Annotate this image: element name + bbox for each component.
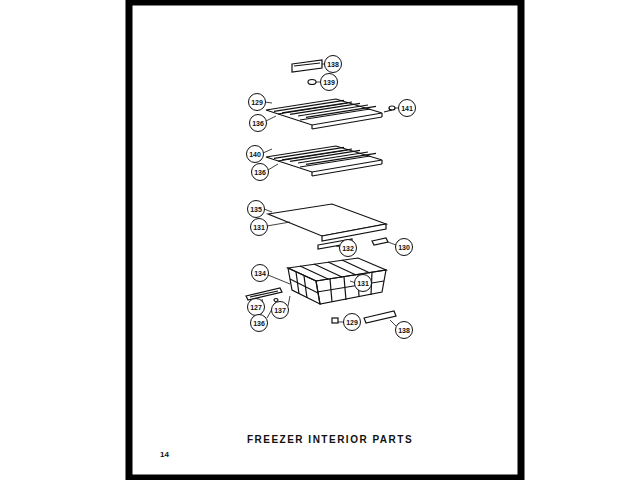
- callout-number: 141: [398, 99, 416, 117]
- callout-number: 139: [320, 73, 338, 91]
- callout-number: 136: [251, 163, 269, 181]
- page-frame: [129, 2, 521, 478]
- callout-number: 129: [343, 313, 361, 331]
- callout-number: 136: [249, 114, 267, 132]
- callout-number: 130: [395, 238, 413, 256]
- callout-number: 138: [395, 321, 413, 339]
- wire-shelf: [266, 99, 382, 129]
- clip: [308, 80, 316, 85]
- callout-number: 140: [246, 145, 264, 163]
- page-number: 14: [160, 451, 169, 459]
- diagram-title: FREEZER INTERIOR PARTS: [247, 434, 413, 445]
- callout-number: 132: [339, 239, 357, 257]
- callout-number: 137: [271, 301, 289, 319]
- wire-shelf: [266, 146, 382, 176]
- stop: [332, 318, 338, 323]
- wire-basket: [288, 258, 386, 304]
- solid-shelf: [268, 204, 388, 249]
- callout-number: 135: [247, 200, 265, 218]
- callout-number: 129: [248, 93, 266, 111]
- callout-number: 136: [250, 314, 268, 332]
- callout-number: 131: [354, 274, 372, 292]
- callout-number: 131: [250, 218, 268, 236]
- trim-strip: [292, 60, 322, 72]
- callout-number: 138: [324, 55, 342, 73]
- leader-lines: [262, 64, 400, 326]
- callout-number: 134: [251, 264, 269, 282]
